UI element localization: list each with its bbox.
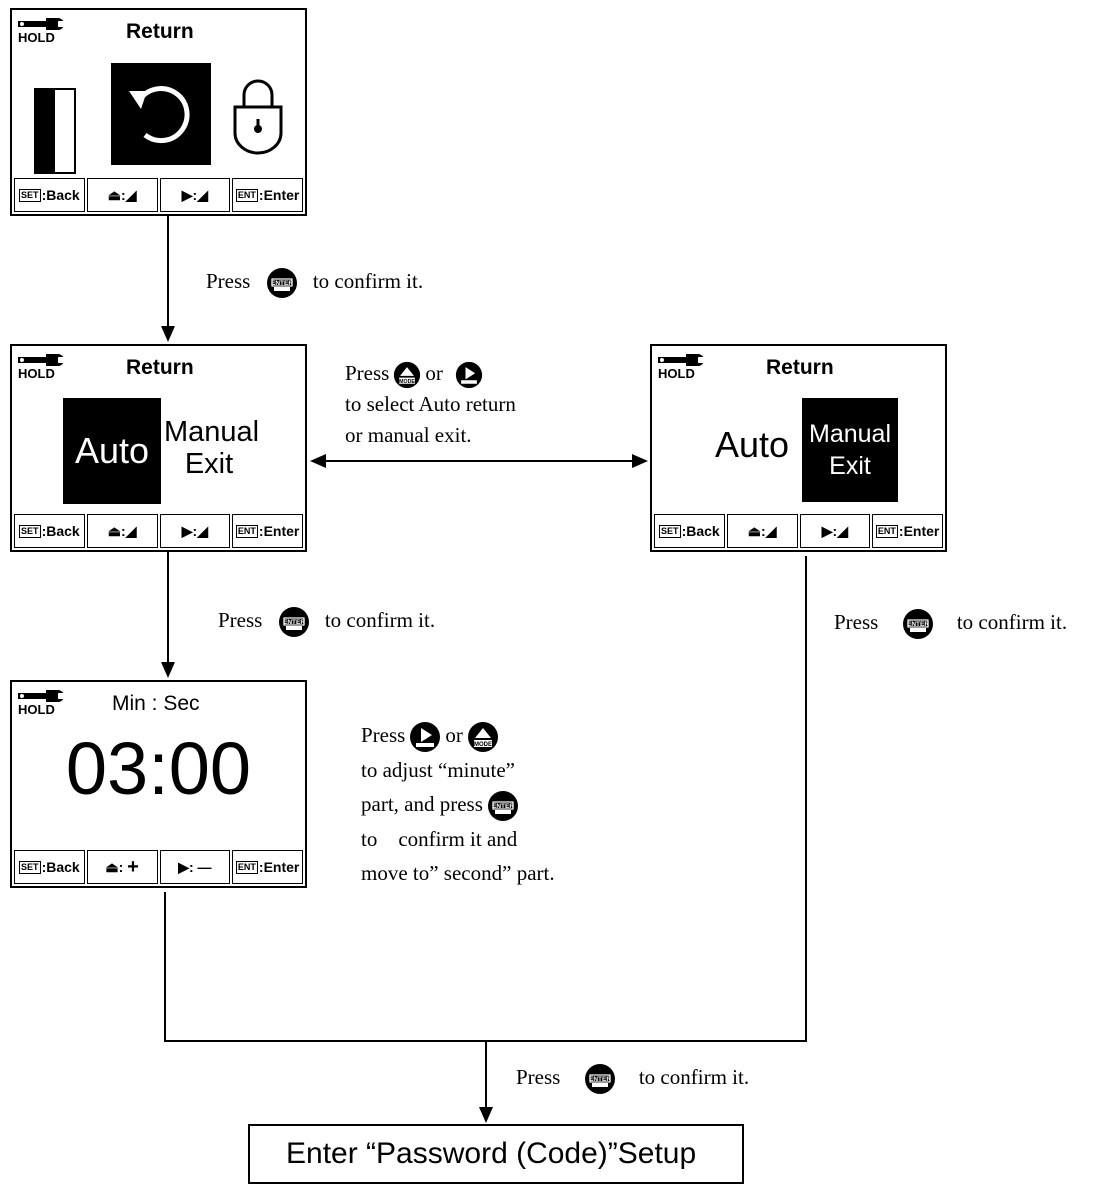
screen-title: Return xyxy=(766,356,834,379)
screen-return-menu: HOLD Return SET:Back ⏏:◢ ▶:◢ ENT:Enter xyxy=(10,8,307,216)
eject-icon: ⏏ xyxy=(107,186,122,203)
connector xyxy=(805,556,807,1042)
screen-title: Return xyxy=(126,356,194,379)
screen-title: Min : Sec xyxy=(112,692,200,715)
ramp-up-icon: ◢ xyxy=(765,522,777,539)
password-setup-box: Enter “Password (Code)”Setup xyxy=(248,1124,744,1184)
note-confirm-1: Press to confirm it. xyxy=(206,267,423,299)
connector xyxy=(167,216,169,326)
hold-indicator: HOLD xyxy=(658,352,704,386)
ramp-down-icon: ◢ xyxy=(197,186,208,203)
play-button-icon xyxy=(409,721,441,753)
play-button-icon xyxy=(455,361,483,389)
softkey-down[interactable]: ▶:◢ xyxy=(799,514,871,548)
ramp-down-icon: ◢ xyxy=(197,522,208,539)
return-icon xyxy=(111,63,211,165)
eject-icon: ⏏ xyxy=(107,522,122,539)
connector xyxy=(485,1040,487,1110)
play-icon: ▶ xyxy=(178,858,189,875)
play-icon: ▶ xyxy=(821,522,833,539)
eject-icon: ⏏ xyxy=(747,522,762,539)
softkey-back[interactable]: SET:Back xyxy=(14,514,85,548)
softkey-up[interactable]: ⏏:◢ xyxy=(86,514,158,548)
softkey-up[interactable]: ⏏:◢ xyxy=(726,514,798,548)
note-confirm-4: Press to confirm it. xyxy=(516,1063,749,1095)
enter-button-icon xyxy=(902,608,934,640)
contrast-icon xyxy=(34,88,76,174)
hold-indicator: HOLD xyxy=(18,688,64,722)
screen-title: Return xyxy=(126,20,194,43)
enter-button-icon xyxy=(487,790,519,822)
softkey-back[interactable]: SET:Back xyxy=(14,178,85,212)
play-icon: ▶ xyxy=(181,186,193,203)
eject-icon: ⏏ xyxy=(105,858,119,875)
softkey-back[interactable]: SET:Back xyxy=(654,514,725,548)
note-confirm-2: Press to confirm it. xyxy=(218,606,435,638)
auto-option[interactable]: Auto xyxy=(714,424,790,465)
note-confirm-3: Press to confirm it. xyxy=(834,608,1067,640)
screen-timer: HOLD Min : Sec 03:00 SET:Back ⏏: + ▶: — … xyxy=(10,680,307,888)
hold-indicator: HOLD xyxy=(18,16,64,50)
manual-exit-option[interactable]: Manual Exit xyxy=(164,416,260,480)
screen-return-manual: HOLD Return Auto Manual Exit SET:Back ⏏:… xyxy=(650,344,947,552)
ramp-up-icon: ◢ xyxy=(125,522,137,539)
softkey-down[interactable]: ▶:◢ xyxy=(159,178,231,212)
softkey-down[interactable]: ▶:◢ xyxy=(159,514,231,548)
enter-button-icon xyxy=(266,267,298,299)
mode-button-icon xyxy=(467,721,499,753)
hold-indicator: HOLD xyxy=(18,352,64,386)
arrow-head xyxy=(161,662,175,678)
mode-button-icon xyxy=(393,361,421,389)
softkey-enter[interactable]: ENT:Enter xyxy=(232,850,303,884)
lock-icon xyxy=(233,79,283,155)
softkey-bar: SET:Back ⏏:◢ ▶:◢ ENT:Enter xyxy=(654,514,943,548)
softkey-enter[interactable]: ENT:Enter xyxy=(872,514,943,548)
screen-return-auto: HOLD Return Auto Manual Exit SET:Back ⏏:… xyxy=(10,344,307,552)
arrow-head xyxy=(161,326,175,342)
softkey-plus[interactable]: ⏏: + xyxy=(86,850,158,884)
time-display: 03:00 xyxy=(65,727,252,810)
arrow-head xyxy=(479,1107,493,1123)
ramp-up-icon: ◢ xyxy=(125,186,137,203)
ramp-down-icon: ◢ xyxy=(837,522,848,539)
connector xyxy=(324,460,634,462)
password-setup-label: Enter “Password (Code)”Setup xyxy=(286,1137,697,1170)
connector xyxy=(167,552,169,664)
softkey-bar: SET:Back ⏏: + ▶: — ENT:Enter xyxy=(14,850,303,884)
softkey-up[interactable]: ⏏:◢ xyxy=(86,178,158,212)
softkey-bar: SET:Back ⏏:◢ ▶:◢ ENT:Enter xyxy=(14,178,303,212)
softkey-enter[interactable]: ENT:Enter xyxy=(232,178,303,212)
arrow-head-right xyxy=(632,454,648,468)
auto-option[interactable]: Auto xyxy=(63,398,161,504)
manual-exit-option[interactable]: Manual Exit xyxy=(802,398,898,502)
softkey-bar: SET:Back ⏏:◢ ▶:◢ ENT:Enter xyxy=(14,514,303,548)
softkey-enter[interactable]: ENT:Enter xyxy=(232,514,303,548)
connector xyxy=(164,892,166,1042)
softkey-minus[interactable]: ▶: — xyxy=(159,850,231,884)
arrow-head-left xyxy=(310,454,326,468)
enter-button-icon xyxy=(278,606,310,638)
play-icon: ▶ xyxy=(181,522,193,539)
enter-button-icon xyxy=(584,1063,616,1095)
softkey-back[interactable]: SET:Back xyxy=(14,850,85,884)
